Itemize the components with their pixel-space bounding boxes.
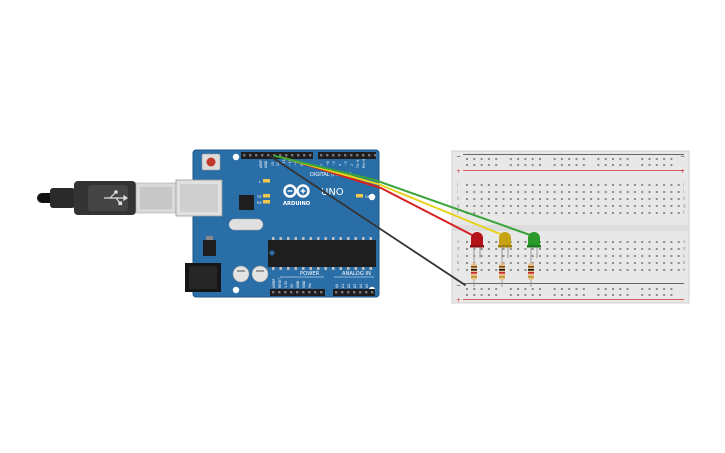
row-letter-right: a [683,267,686,272]
row-letter-right: j [682,182,684,187]
digital-label: DIGITAL (PWM~) [310,172,352,178]
mounting-hole [368,193,376,201]
row-letter-right: h [683,196,686,201]
row-letter-left: a [457,267,460,272]
wire-green[interactable] [274,155,534,237]
led-l-label: L [259,180,261,184]
svg-text:2: 2 [350,164,354,166]
rail-plus-label-tl: + [456,168,461,175]
wires [269,155,534,286]
svg-text:3.3V: 3.3V [284,280,288,288]
row-letter-left: f [457,210,459,215]
led-red[interactable] [470,232,484,258]
row-letter-right: d [683,246,686,251]
resistor-2[interactable] [499,258,505,287]
svg-text:~3: ~3 [344,161,348,166]
svg-text:A2: A2 [347,284,351,288]
reset-button[interactable] [201,153,221,171]
svg-text:13: 13 [271,162,275,166]
usb-chip [239,195,254,210]
usb-symbol-icon [104,190,129,206]
svg-text:AREF: AREF [259,160,263,168]
svg-text:GND: GND [296,280,300,288]
row-letter-right: c [683,253,685,258]
row-letter-left: i [457,189,458,194]
svg-text:~11: ~11 [282,159,286,166]
svg-text:A4: A4 [359,284,363,288]
row-letter-right: f [683,210,685,215]
capacitors [232,265,269,283]
arduino-logo-icon [283,184,310,198]
center-channel [452,225,689,231]
svg-text:A1: A1 [341,284,345,288]
row-letter-right: b [683,260,686,265]
row-letter-left: h [457,196,460,201]
wire-ground[interactable] [269,155,466,286]
row-letter-left: j [456,182,458,187]
row-letter-left: g [457,203,460,208]
svg-text:IOREF: IOREF [272,278,276,288]
svg-text:5V: 5V [290,283,294,288]
bottom-pin-labels: IOREF RESET 3.3V 5V GND GND Vin A0 A1 A2… [272,278,369,288]
model-label: UNO [321,187,344,198]
svg-text:GND: GND [264,160,268,168]
rail-plus-label-bl: + [456,297,461,304]
svg-text:A5: A5 [365,284,369,288]
svg-text:A3: A3 [353,284,357,288]
svg-text:~5: ~5 [332,161,336,166]
arduino-uno-board[interactable]: AREF GND 13 12 ~11 ~10 ~9 8 7 ~6 ~5 4 ~3… [175,149,380,298]
svg-text:~10: ~10 [288,159,292,166]
voltage-regulator [203,240,216,256]
tx-label: TX [256,195,262,199]
rail-minus-label-tl: − [456,153,461,160]
rail-plus-label-tr: + [680,168,685,175]
row-letter-right: g [683,203,686,208]
crystal-oscillator [228,218,264,231]
mounting-hole [232,153,240,161]
rail-minus-label-bl: − [456,282,461,289]
svg-text:~6: ~6 [326,161,330,166]
analog-label: ANALOG IN [342,271,371,277]
row-letter-right: i [683,189,684,194]
svg-text:8: 8 [300,164,304,166]
led-green[interactable] [527,232,541,258]
atmega-chip [268,237,376,270]
rx-label: RX [257,201,262,205]
svg-text:~9: ~9 [294,161,298,166]
digital-header-2[interactable] [318,152,376,159]
on-label: ON [365,195,371,199]
power-label: POWER [300,271,320,277]
brand-label: ARDUINO [283,201,311,207]
resistor-3[interactable] [528,258,534,287]
svg-text:Vin: Vin [308,283,312,288]
svg-text:A0: A0 [335,284,339,288]
svg-text:RESET: RESET [278,278,282,288]
row-letter-left: b [457,260,460,265]
svg-text:GND: GND [302,280,306,288]
svg-text:12: 12 [276,162,280,166]
svg-text:TX→1: TX→1 [356,159,360,169]
mounting-hole [232,286,240,294]
row-letter-right: e [683,239,686,244]
bottom-pins [272,291,374,294]
usb-cable[interactable] [37,181,177,215]
led-yellow[interactable] [498,232,512,258]
row-letter-left: d [457,246,460,251]
svg-text:7: 7 [320,164,324,166]
resistor-1[interactable] [471,258,477,287]
indicator-leds [263,179,363,204]
row-letter-left: e [457,239,460,244]
svg-text:RX←0: RX←0 [362,159,366,168]
row-letter-left: c [457,253,459,258]
digital-pins [243,154,377,157]
breadboard-holes [466,158,680,296]
svg-text:4: 4 [338,164,342,166]
rail-minus-label-tr: − [680,153,685,160]
digital-pin-labels: AREF GND 13 12 ~11 ~10 ~9 8 7 ~6 ~5 4 ~3… [259,159,366,169]
